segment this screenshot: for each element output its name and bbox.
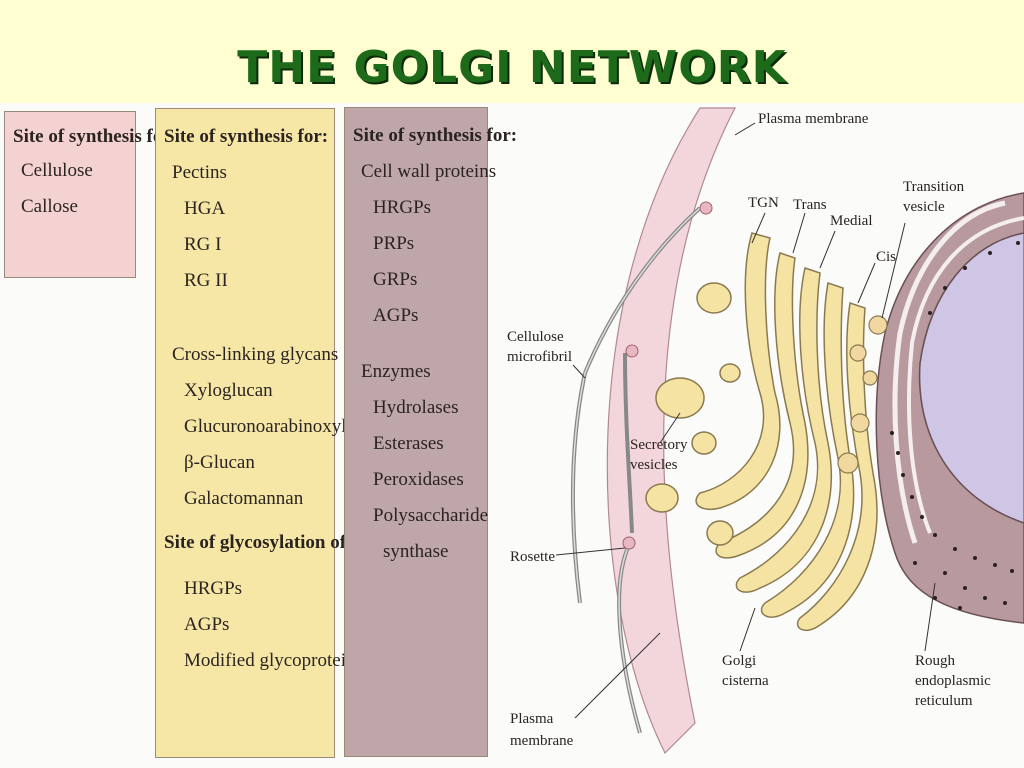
label-rosette: Rosette xyxy=(510,549,555,565)
list-item: Xyloglucan xyxy=(184,380,273,401)
list-item: Modified glycoproteins xyxy=(184,650,363,671)
golgi-stack xyxy=(695,232,878,632)
list-item: HGA xyxy=(184,198,226,219)
group-heading: Cross-linking glycans xyxy=(172,344,339,365)
label-secretory-vesicles: vesicles xyxy=(630,457,678,473)
label-rough-er: Rough xyxy=(915,653,956,669)
group-heading: Cell wall proteins xyxy=(361,161,497,182)
secretory-vesicles xyxy=(645,282,741,546)
list-item: RG I xyxy=(184,234,222,255)
golgi-diagram: Plasma membrane TGN Trans Medial Transit… xyxy=(507,107,1024,755)
group-heading: Pectins xyxy=(172,162,227,183)
list-item: HRGPs xyxy=(373,197,432,218)
label-plasma-membrane-bottom: Plasma xyxy=(510,711,554,727)
list-item: AGPs xyxy=(373,305,419,326)
rosette xyxy=(622,536,636,550)
microfibril-highlight xyxy=(572,207,701,734)
list-item: AGPs xyxy=(184,614,230,635)
list-item: Peroxidases xyxy=(373,469,464,490)
list-item: Glucuronoarabinoxylan xyxy=(184,416,365,437)
er-cisterna xyxy=(907,216,1024,534)
list-item: Esterases xyxy=(373,433,444,454)
box-heading: Site of synthesis for: xyxy=(353,125,518,146)
label-plasma-membrane-top: Plasma membrane xyxy=(758,111,869,127)
transition-vesicles xyxy=(837,315,888,474)
list-item: Galactomannan xyxy=(184,488,304,509)
box-heading: Site of glycosylation of: xyxy=(164,532,353,553)
label-rough-er: reticulum xyxy=(915,693,973,709)
label-cellulose-microfibril: microfibril xyxy=(507,349,572,365)
list-item: Callose xyxy=(21,196,78,217)
label-rough-er: endoplasmic xyxy=(915,673,991,689)
label-cellulose-microfibril: Cellulose xyxy=(507,329,564,345)
list-item: RG II xyxy=(184,270,228,291)
label-plasma-membrane-bottom: membrane xyxy=(510,733,574,749)
group-heading: Enzymes xyxy=(361,361,431,382)
list-item: synthase xyxy=(383,541,449,562)
label-transition: Transition xyxy=(903,179,965,195)
label-golgi-cisterna: cisterna xyxy=(722,673,769,689)
rosette xyxy=(625,344,639,358)
list-item: β-Glucan xyxy=(184,452,255,473)
slide-title: The Golgi Network xyxy=(237,42,787,93)
label-cis: Cis xyxy=(876,249,896,265)
label-golgi-cisterna: Golgi xyxy=(722,653,756,669)
label-medial: Medial xyxy=(830,213,873,229)
label-secretory-vesicles: Secretory xyxy=(630,437,688,453)
plasma-membrane xyxy=(606,107,736,755)
list-item: GRPs xyxy=(373,269,418,290)
cellulose-synthesis-box: Site of synthesis for: Cellulose Callose xyxy=(4,111,178,278)
leader-lines xyxy=(555,122,936,719)
list-item: Cellulose xyxy=(21,160,93,181)
label-trans: Trans xyxy=(793,197,827,213)
list-item: PRPs xyxy=(373,233,415,254)
er-cisterna xyxy=(892,200,1006,544)
pectins-synthesis-box: Site of synthesis for: Pectins HGA RG I … xyxy=(155,108,365,758)
list-item: HRGPs xyxy=(184,578,243,599)
label-tgn: TGN xyxy=(748,195,779,211)
rosette xyxy=(699,201,713,215)
content-area: Site of synthesis for: Cellulose Callose… xyxy=(0,103,1024,768)
list-item: Polysaccharide xyxy=(373,505,489,526)
label-transition: vesicle xyxy=(903,199,945,215)
box-heading: Site of synthesis for: xyxy=(164,126,329,147)
ribosomes xyxy=(890,241,1020,610)
list-item: Hydrolases xyxy=(373,397,459,418)
box-heading: Site of synthesis for: xyxy=(13,126,178,147)
proteins-synthesis-box: Site of synthesis for: Cell wall protein… xyxy=(344,107,518,757)
